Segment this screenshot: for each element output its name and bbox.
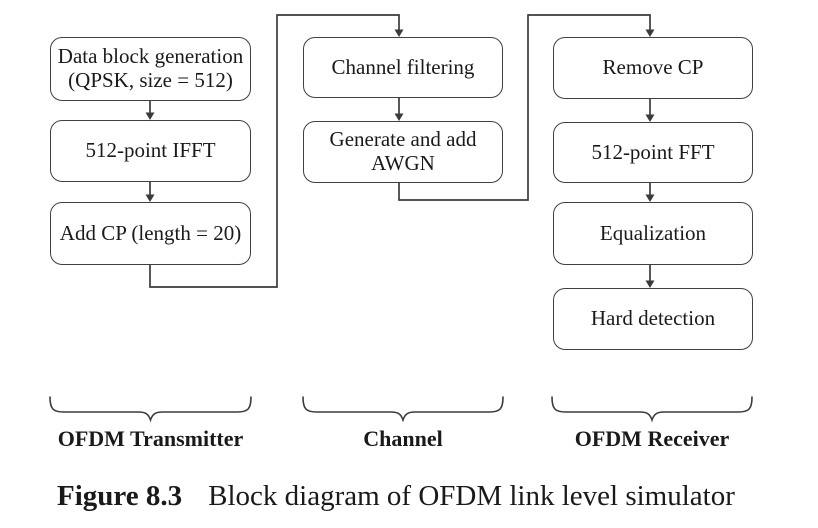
figure-caption: Figure 8.3 Block diagram of OFDM link lev… xyxy=(57,480,735,513)
block-fft: 512-point FFT xyxy=(553,122,753,183)
arrowhead-icon xyxy=(645,194,655,202)
group-label-receiver: OFDM Receiver xyxy=(574,426,730,451)
group-label-channel: Channel xyxy=(363,426,443,451)
block-remove-cp: Remove CP xyxy=(553,37,753,99)
group-label-transmitter: OFDM Transmitter xyxy=(57,426,244,451)
caption-text: Block diagram of OFDM link level simulat… xyxy=(208,480,735,512)
connector-tx-to-channel xyxy=(149,14,400,288)
block-ifft: 512-point IFFT xyxy=(50,120,251,182)
brace-transmitter xyxy=(49,396,252,423)
brace-channel xyxy=(302,396,504,423)
arrowhead-icon xyxy=(394,29,404,37)
connector-channel-to-rx xyxy=(398,14,651,201)
caption-label: Figure 8.3 xyxy=(57,480,183,512)
arrowhead-icon xyxy=(645,280,655,288)
arrowhead-icon xyxy=(645,29,655,37)
arrowhead-icon xyxy=(645,114,655,122)
block-hard-detection: Hard detection xyxy=(553,288,753,350)
arrowhead-icon xyxy=(145,112,155,120)
block-data-generation: Data block generation (QPSK, size = 512) xyxy=(50,37,251,101)
block-equalization: Equalization xyxy=(553,202,753,265)
arrowhead-icon xyxy=(145,194,155,202)
brace-receiver xyxy=(551,396,753,423)
block-channel-filtering: Channel filtering xyxy=(303,37,503,98)
arrowhead-icon xyxy=(394,113,404,121)
block-add-cp: Add CP (length = 20) xyxy=(50,202,251,265)
block-awgn: Generate and add AWGN xyxy=(303,121,503,183)
